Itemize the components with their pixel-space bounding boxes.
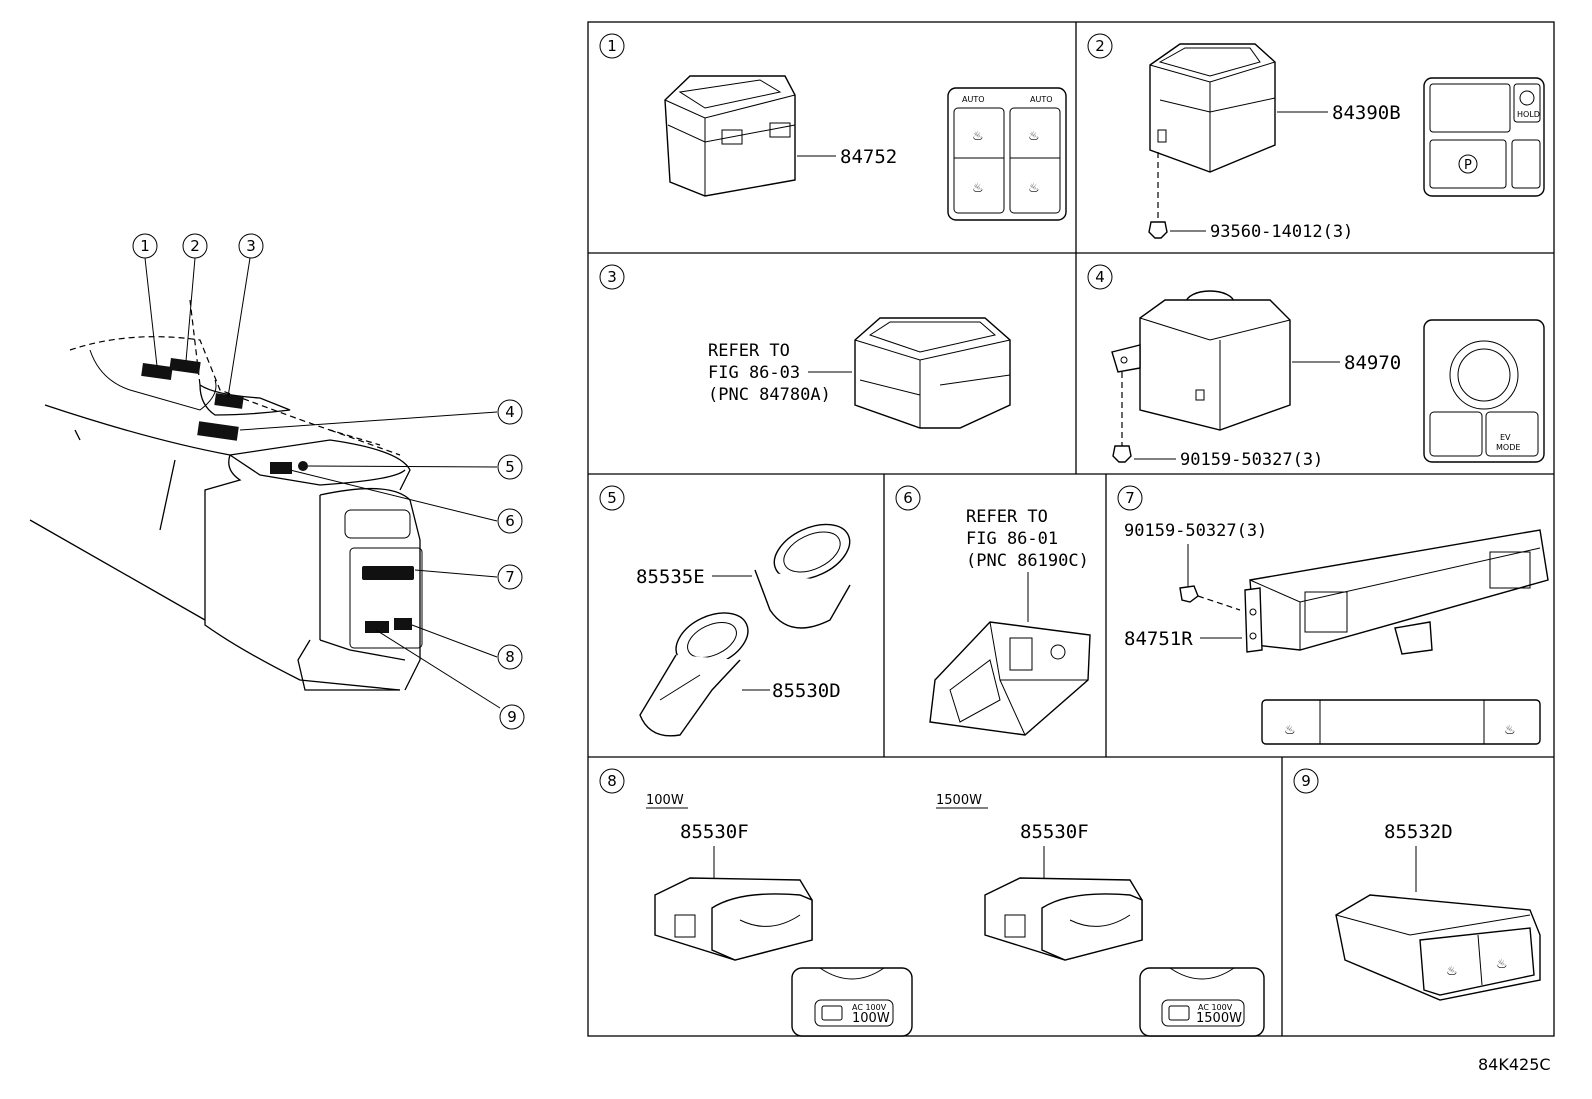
svg-text:4: 4 (505, 403, 515, 421)
svg-text:2: 2 (190, 237, 200, 255)
part-84390B: 84390B (1332, 102, 1401, 124)
svg-text:9: 9 (1301, 772, 1311, 790)
variant-1500w-label: 1500W (936, 793, 982, 808)
part-90159-50327-a: 90159-50327(3) (1180, 450, 1323, 470)
ev-label: EV (1500, 433, 1511, 442)
overview-callout-8: 8 (497, 644, 523, 670)
console-overview: 1 2 3 4 5 6 7 8 9 (29, 233, 525, 730)
parking-brake-icon: P (1464, 158, 1472, 173)
seat-heater-icon: ♨ (972, 181, 984, 196)
svg-text:2: 2 (1095, 37, 1105, 55)
auto-label-left: AUTO (962, 95, 985, 104)
hold-label: HOLD (1517, 110, 1540, 119)
panel-2: 2 84390B 93560-14012(3) HOLD P (1087, 33, 1545, 242)
seat-heater-icon: ♨ (1284, 723, 1296, 738)
panel-6: 6 REFER TO FIG 86-01 (PNC 86190C) (895, 485, 1091, 736)
panel-grid (587, 21, 1555, 1037)
part-90159-50327-b: 90159-50327(3) (1124, 521, 1267, 541)
seat-heater-icon: ♨ (1028, 129, 1040, 144)
seat-heater-icon: ♨ (1504, 723, 1516, 738)
diagram-code: 84K425C (1478, 1055, 1551, 1074)
svg-text:5: 5 (505, 458, 515, 476)
panel-9: 9 85532D ♨ ♨ (1293, 768, 1541, 1001)
svg-text:4: 4 (1095, 268, 1105, 286)
panel-1: 1 84752 AUTO AUTO ♨ ♨ ♨ ♨ (599, 33, 1067, 221)
refer-fig-line-2: FIG 86-01 (966, 529, 1058, 549)
overview-callout-3: 3 (238, 233, 264, 259)
overview-callout-4: 4 (497, 399, 523, 425)
svg-text:7: 7 (1125, 489, 1135, 507)
seat-heater-icon: ♨ (972, 129, 984, 144)
svg-text:1: 1 (140, 237, 150, 255)
badge-top-100w: AC 100V (852, 1003, 887, 1012)
panel-5: 5 85535E 85530D (599, 485, 851, 737)
svg-text:9: 9 (507, 708, 517, 726)
badge-bottom-100w: 100W (852, 1011, 890, 1026)
seat-heater-icon: ♨ (1446, 964, 1458, 979)
refer-pnc-line: (PNC 84780A) (708, 385, 831, 405)
svg-text:1: 1 (607, 37, 617, 55)
panel-8: 8 100W 85530F AC 100V 100W 1500W 85530F … (599, 768, 1265, 1037)
part-84751R: 84751R (1124, 628, 1193, 650)
overview-callout-1: 1 (132, 233, 158, 259)
part-85530F-1500w: 85530F (1020, 821, 1089, 843)
svg-text:3: 3 (246, 237, 256, 255)
part-85530D: 85530D (772, 680, 841, 702)
seat-heater-icon: ♨ (1496, 957, 1508, 972)
part-84752: 84752 (840, 146, 897, 168)
svg-text:3: 3 (607, 268, 617, 286)
svg-text:5: 5 (607, 489, 617, 507)
refer-fig-line: FIG 86-03 (708, 363, 800, 383)
part-93560-14012: 93560-14012(3) (1210, 222, 1353, 242)
svg-text:8: 8 (505, 648, 515, 666)
part-85530F-100w: 85530F (680, 821, 749, 843)
part-85532D: 85532D (1384, 821, 1453, 843)
svg-text:7: 7 (505, 568, 515, 586)
refer-to-line-2: REFER TO (966, 507, 1048, 527)
svg-text:8: 8 (607, 772, 617, 790)
overview-callout-6: 6 (497, 508, 523, 534)
auto-label-right: AUTO (1030, 95, 1053, 104)
panel-3: 3 REFER TO FIG 86-03 (PNC 84780A) (599, 264, 1011, 429)
svg-text:6: 6 (903, 489, 913, 507)
overview-callout-7: 7 (497, 564, 523, 590)
part-84970: 84970 (1344, 352, 1401, 374)
badge-bottom-1500w: 1500W (1196, 1011, 1242, 1026)
refer-to-line: REFER TO (708, 341, 790, 361)
overview-callout-2: 2 (182, 233, 208, 259)
overview-callout-9: 9 (499, 704, 525, 730)
seat-heater-icon: ♨ (1028, 181, 1040, 196)
variant-100w-label: 100W (646, 793, 684, 808)
svg-text:6: 6 (505, 512, 515, 530)
panel-7: 7 90159-50327(3) 84751R ♨ ♨ (1117, 485, 1549, 745)
ev-mode-label: MODE (1496, 443, 1520, 452)
part-85535E: 85535E (636, 566, 705, 588)
refer-pnc-line-2: (PNC 86190C) (966, 551, 1089, 571)
overview-callout-5: 5 (497, 454, 523, 480)
badge-top-1500w: AC 100V (1198, 1003, 1233, 1012)
panel-4: 4 84970 90159-50327(3) EV MODE (1087, 264, 1545, 470)
